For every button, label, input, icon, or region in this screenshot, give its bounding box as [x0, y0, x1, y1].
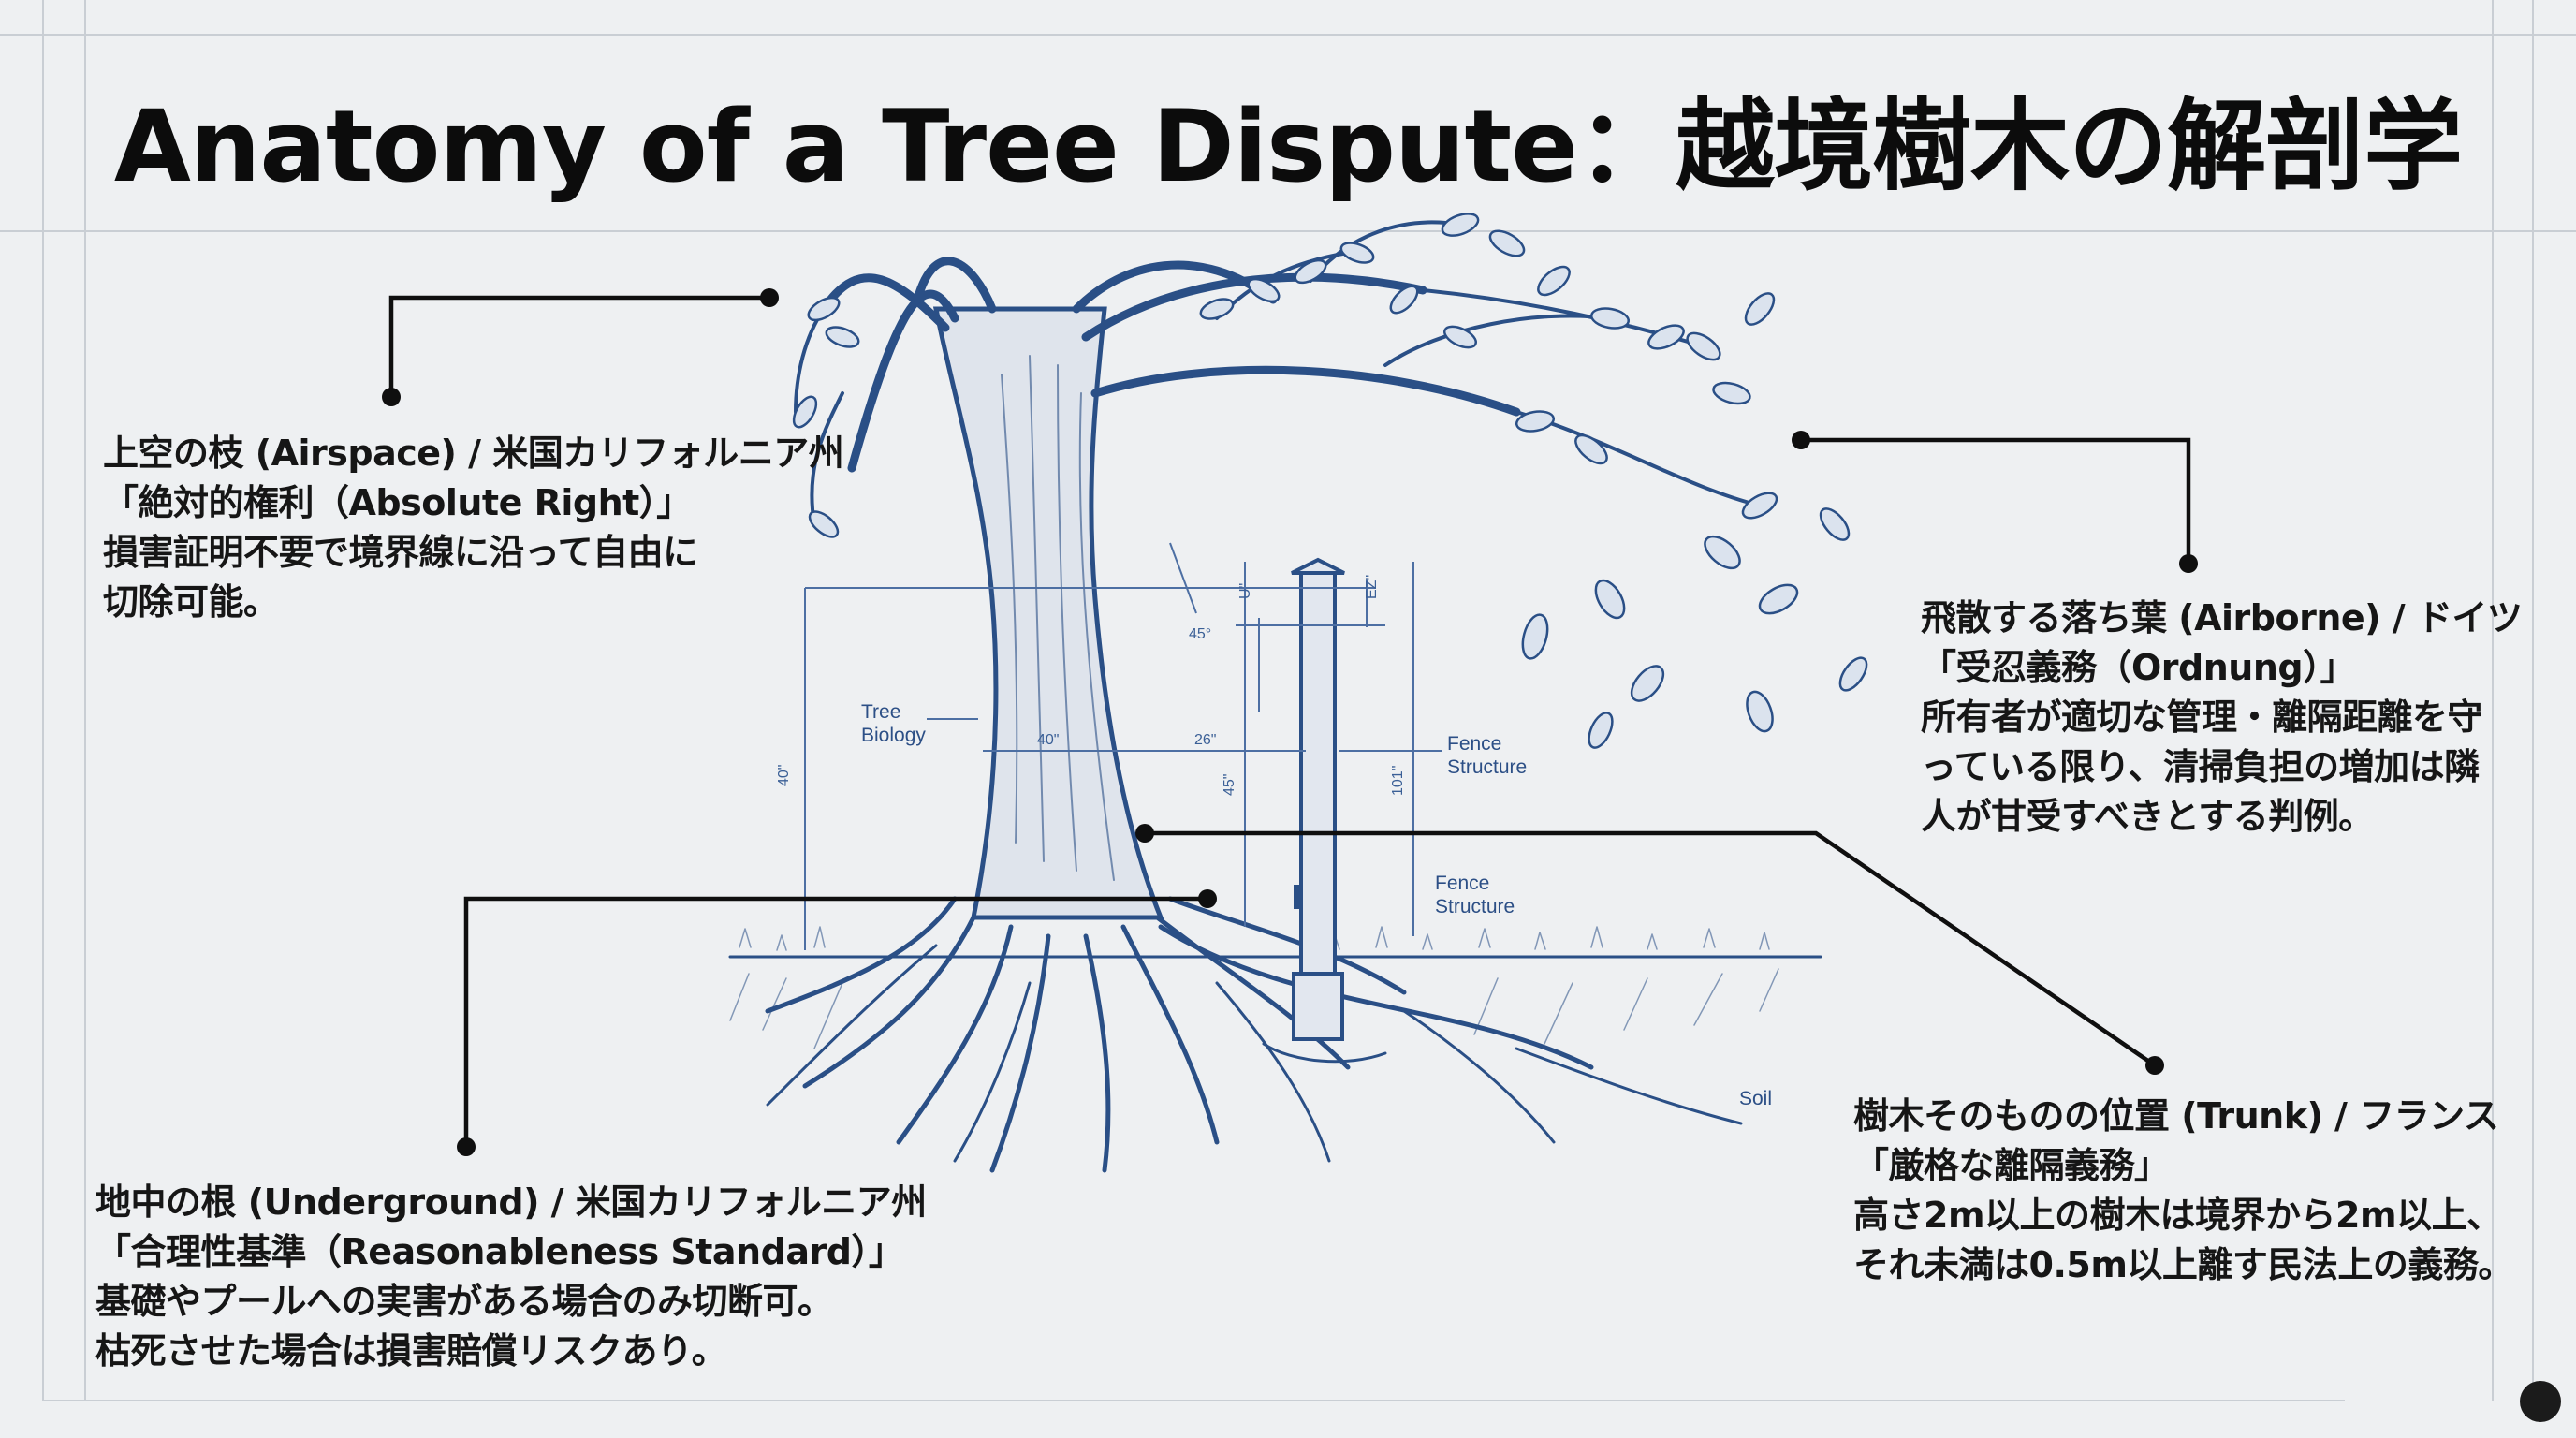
falling-leaves [1521, 507, 1868, 749]
callout-underground-heading: 地中の根 (Underground) / 米国カリフォルニア州 [95, 1181, 927, 1223]
leader-trunk [1135, 824, 2164, 1075]
label-dim-45: 45" [1222, 774, 1237, 796]
callout-airspace-heading: 上空の枝 (Airspace) / 米国カリフォルニア州 [103, 433, 844, 474]
callout-airspace-principle: 「絶対的権利（Absolute Right）」 [103, 482, 692, 523]
callout-airborne-body-1: 所有者が適切な管理・離隔距離を守 [1921, 697, 2483, 738]
frame-line-left-2 [84, 0, 86, 1401]
dimension-lines [804, 542, 1442, 950]
callout-underground-principle: 「合理性基準（Reasonableness Standard）」 [95, 1231, 904, 1272]
seal-logo-icon [2520, 1381, 2561, 1422]
callout-airspace-body-2: 切除可能。 [103, 581, 279, 623]
label-fence-structure-2b: Structure [1435, 896, 1515, 917]
label-fence-structure-1b: Structure [1447, 756, 1527, 778]
callout-trunk-principle: 「厳格な離隔義務」 [1853, 1145, 2170, 1186]
label-dim-26: 26" [1194, 732, 1216, 748]
callout-airborne-principle: 「受忍義務（Ordnung）」 [1921, 647, 2356, 688]
callout-underground-body-1: 基礎やプールへの実害がある場合のみ切断可。 [95, 1281, 833, 1322]
diagram-labels: Tree Biology Fence Structure Fence Struc… [776, 575, 1772, 1109]
frame-line-left-1 [42, 0, 44, 1401]
label-fence-structure-2: Fence [1435, 873, 1489, 894]
leader-underground [457, 889, 1217, 1156]
label-dim-ez: EZ" [1364, 575, 1380, 599]
frame-line-bottom [42, 1400, 2345, 1401]
page-title: Anatomy of a Tree Dispute：越境樹木の解剖学 [113, 89, 2463, 204]
label-dim-101: 101" [1390, 766, 1406, 796]
callout-airborne: 飛散する落ち葉 (Airborne) / ドイツ 「受忍義務（Ordnung）」… [1921, 594, 2523, 842]
callout-airborne-body-2: っている限り、清掃負担の増加は隣 [1921, 746, 2480, 787]
callout-trunk: 樹木そのものの位置 (Trunk) / フランス 「厳格な離隔義務」 高さ2m以… [1853, 1092, 2513, 1290]
callout-trunk-body-2: それ未満は0.5m以上離す民法上の義務。 [1853, 1244, 2513, 1285]
callout-airspace: 上空の枝 (Airspace) / 米国カリフォルニア州 「絶対的権利（Abso… [103, 429, 844, 627]
label-fence-structure-1: Fence [1447, 733, 1501, 755]
callout-trunk-body-1: 高さ2m以上の樹木は境界から2m以上、 [1853, 1195, 2502, 1236]
label-tree-biology-2: Biology [861, 725, 926, 746]
label-angle: 45° [1189, 626, 1211, 642]
callout-airborne-body-3: 人が甘受すべきとする判例。 [1921, 796, 2374, 837]
frame-line-right-2 [2532, 0, 2534, 1401]
tree-branches [819, 257, 1521, 473]
frame-line-header [0, 230, 2576, 232]
callout-trunk-heading: 樹木そのものの位置 (Trunk) / フランス [1853, 1095, 2499, 1137]
tree-trunk [932, 306, 1164, 920]
callout-underground-body-2: 枯死させた場合は損害賠償リスクあり。 [95, 1330, 727, 1372]
label-dim-40: 40" [776, 765, 792, 786]
ground [728, 926, 1822, 1049]
callout-airborne-heading: 飛散する落ち葉 (Airborne) / ドイツ [1921, 597, 2523, 638]
frame-line-top [0, 34, 2576, 36]
callout-underground: 地中の根 (Underground) / 米国カリフォルニア州 「合理性基準（R… [95, 1178, 927, 1376]
fence-post [1262, 557, 1387, 1064]
tree-leaves [792, 213, 1778, 538]
callout-airspace-body-1: 損害証明不要で境界線に沿って自由に [103, 532, 698, 573]
leader-airspace [382, 288, 779, 406]
tree-roots [765, 896, 1743, 1173]
label-tree-biology-1: Tree [861, 701, 900, 723]
leader-airborne [1792, 431, 2198, 573]
label-dim-u: U" [1237, 583, 1253, 599]
frame-line-right-1 [2492, 0, 2494, 1401]
label-soil: Soil [1739, 1088, 1772, 1109]
label-dim-40b: 40" [1037, 732, 1059, 748]
